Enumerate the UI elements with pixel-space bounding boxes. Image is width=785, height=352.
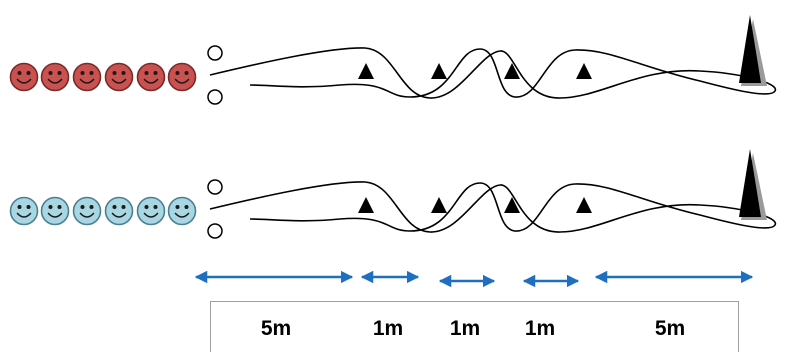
cone-triangle-icon: [431, 63, 447, 79]
distance-label-cone1-to-cone2: 1m: [372, 317, 404, 340]
distance-label-cone2-to-cone3: 1m: [449, 317, 481, 340]
cone-triangle-icon: [576, 197, 592, 213]
weaving-run-path: [209, 47, 776, 99]
distance-label-cone4-to-pole: 5m: [654, 317, 686, 340]
cone-triangle-icon: [576, 63, 592, 79]
player-smiley-icon: [167, 196, 197, 226]
player-smiley-icon: [9, 196, 39, 226]
turn-pole-icon: [739, 15, 761, 83]
player-smiley-icon: [136, 62, 166, 92]
player-smiley-icon: [104, 196, 134, 226]
team-red-row: [9, 15, 776, 105]
player-smiley-icon: [167, 62, 197, 92]
start-marker-top-icon: [207, 45, 223, 61]
cone-triangle-icon: [504, 63, 520, 79]
player-smiley-icon: [104, 62, 134, 92]
cone-triangle-icon: [358, 197, 374, 213]
start-marker-top-icon: [207, 179, 223, 195]
weaving-run-path: [209, 181, 776, 233]
team-blue-row: [9, 149, 776, 239]
player-smiley-icon: [72, 196, 102, 226]
start-marker-bottom-icon: [207, 89, 223, 105]
turn-pole-icon: [739, 149, 761, 217]
distance-arrows: [194, 270, 754, 288]
distance-label-cone3-to-cone4: 1m: [524, 317, 556, 340]
distance-label-box: [210, 301, 739, 352]
player-smiley-icon: [72, 62, 102, 92]
player-smiley-icon: [40, 62, 70, 92]
cone-triangle-icon: [358, 63, 374, 79]
player-smiley-icon: [40, 196, 70, 226]
cone-triangle-icon: [431, 197, 447, 213]
player-smiley-icon: [9, 62, 39, 92]
player-smiley-icon: [136, 196, 166, 226]
start-marker-bottom-icon: [207, 223, 223, 239]
cone-triangle-icon: [504, 197, 520, 213]
distance-label-start-to-cone1: 5m: [260, 317, 292, 340]
